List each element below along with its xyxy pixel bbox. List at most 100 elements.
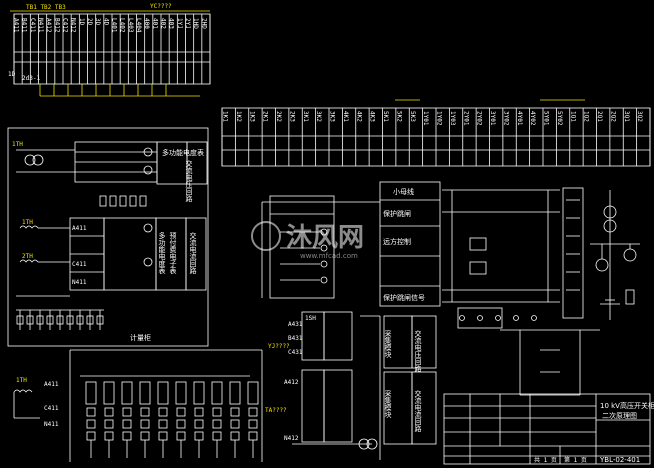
rt-cell: 1K3 — [248, 111, 255, 122]
rt-cell: 2K2 — [275, 111, 282, 122]
tl-cell: A412 — [45, 18, 52, 33]
label-a412: A412 — [284, 379, 299, 386]
rt-cell: 2Q1 — [596, 111, 603, 122]
watermark-text: 沐风网 — [286, 223, 364, 253]
tl-cell: B411 — [21, 18, 28, 33]
tl-cell: N411 — [37, 18, 44, 33]
collect-2: 采集模块 — [384, 389, 392, 419]
function-column: 小母线 保护跳闸 远方控制 保护跳闸信号 — [379, 181, 441, 307]
rt-cell: 3Q2 — [636, 111, 643, 122]
label-a411-left: A411 — [72, 225, 87, 232]
meter-cabinet-label: 计量柜 — [130, 333, 151, 342]
rt-cell: 2Y01 — [462, 111, 469, 126]
label-n411-left: N411 — [72, 279, 87, 286]
rt-cell: 3Y02 — [502, 111, 509, 126]
label-1sh: 1SH — [305, 315, 316, 322]
func-2: 远方控制 — [383, 237, 411, 246]
rt-cell: 3Q1 — [623, 111, 630, 122]
rt-cell: 4K3 — [369, 111, 376, 122]
tl-cell: A411 — [13, 18, 20, 33]
label-a411-bottom: A411 — [44, 381, 59, 388]
label-2th: 2TH — [22, 253, 33, 260]
table-side-label: 1D — [8, 71, 16, 78]
collect-1: 采集模块 — [384, 329, 392, 359]
rt-cell: 1K1 — [222, 111, 229, 122]
label-1th: 1TH — [22, 219, 33, 226]
tl-cell: L402 — [119, 18, 126, 33]
tl-cell: 1D — [78, 18, 85, 26]
rt-cell: 2K1 — [262, 111, 269, 122]
rt-cell: 5K2 — [395, 111, 402, 122]
sheet-current: 第 1 页 — [564, 456, 587, 464]
rt-cell: 3Y01 — [489, 111, 496, 126]
rt-cell: 3K3 — [329, 111, 336, 122]
watermark-url: www.mfcad.com — [300, 252, 358, 260]
tl-cell: N412 — [70, 18, 77, 33]
rt-cell: 5Y02 — [556, 111, 563, 126]
label-1th-bottom: 1TH — [16, 377, 27, 384]
control-circuits — [442, 187, 640, 396]
rt-cell: 1K2 — [235, 111, 242, 122]
metering-section: 1TH 多功能电度表 交流电压回路 1TH 2TH 多功能电度表 预付费电子表 … — [7, 127, 209, 347]
label-1th-top: 1TH — [12, 141, 23, 148]
drawing-number: YBL-02-401 — [599, 456, 640, 464]
rt-cell: 4Y01 — [516, 111, 523, 126]
rt-cell: 1Y02 — [436, 111, 443, 126]
tl-cell: 402 — [160, 18, 167, 29]
label-n411-bottom: N411 — [44, 421, 59, 428]
block-multi-meter-1: 多功能电度表 — [162, 148, 204, 157]
rt-cell: 2K3 — [288, 111, 295, 122]
rt-cell: 5K3 — [409, 111, 416, 122]
tl-cell: 1HD — [192, 18, 199, 29]
rt-cell: 3K2 — [315, 111, 322, 122]
right-terminal-table: 1K1 1K2 1K3 2K1 2K2 2K3 3K1 3K2 3K3 4K1 4K2 4K3 5K1 5… — [222, 99, 651, 167]
block-multi-meter-2: 多功能电度表 — [158, 231, 166, 275]
title-block: 10 kV高压开关柜 二次原理图 YBL-02-401 共 1 页 第 1 页 — [443, 393, 654, 465]
tl-cell: L403 — [127, 18, 134, 33]
rt-cell: 4Y02 — [529, 111, 536, 126]
rt-cell: 1Y03 — [449, 111, 456, 126]
rt-cell: 2Y02 — [476, 111, 483, 126]
label-b431: B431 — [288, 335, 303, 342]
label-vt: YJ???? — [268, 343, 290, 350]
tl-cell: 401 — [151, 18, 158, 29]
label-n412: N412 — [284, 435, 299, 442]
block-backup-meter: 预付费电子表 — [169, 231, 177, 275]
tl-cell: 4D — [102, 18, 109, 26]
sheet-total: 共 1 页 — [534, 456, 557, 464]
tag-small-bus: 小母线 — [393, 187, 414, 196]
tl-cell: B412 — [53, 18, 60, 33]
table-header-right: YC???? — [150, 3, 172, 10]
rt-cell: 1Y01 — [422, 111, 429, 126]
middle-relay-section: YJ???? TA???? 1SH A431 B431 C431 A412 N4… — [261, 195, 381, 460]
collect-modules: 采集模块 交流电压回路 采集模块 交流电流回路 — [383, 315, 437, 445]
rt-cell: 3K1 — [302, 111, 309, 122]
rt-cell: 2Q2 — [609, 111, 616, 122]
tl-cell: C411 — [29, 18, 36, 33]
rt-cell: 4K2 — [355, 111, 362, 122]
rt-cell: 5K1 — [382, 111, 389, 122]
func-1: 保护跳闸 — [383, 209, 411, 218]
tl-cell: L401 — [111, 18, 118, 33]
table-side-label-2: 2d3-1 — [22, 75, 40, 82]
tl-cell: 3D — [94, 18, 101, 26]
rt-cell: 1Q1 — [569, 111, 576, 122]
func-3: 保护跳闸信号 — [383, 293, 425, 302]
single-line-diagram — [590, 190, 640, 320]
tl-cell: L404 — [135, 18, 142, 33]
tl-cell: 1YJ — [176, 18, 183, 29]
title-line-1: 10 kV高压开关柜 — [600, 401, 654, 410]
watermark-logo: 沐风网 www.mfcad.com — [251, 221, 364, 260]
label-c431: C431 — [288, 349, 303, 356]
rt-cell: 4K1 — [342, 111, 349, 122]
tl-cell: 2D — [86, 18, 93, 26]
label-a431: A431 — [288, 321, 303, 328]
table-header-label: TB1 TB2 TB3 — [26, 4, 66, 11]
tl-cell: 403 — [168, 18, 175, 29]
tl-cell: 2HD — [200, 18, 207, 29]
title-line-2: 二次原理图 — [602, 411, 637, 420]
block-ac-current: 交流电流回路 — [189, 231, 197, 275]
ac-voltage-2: 交流电压回路 — [414, 329, 422, 373]
